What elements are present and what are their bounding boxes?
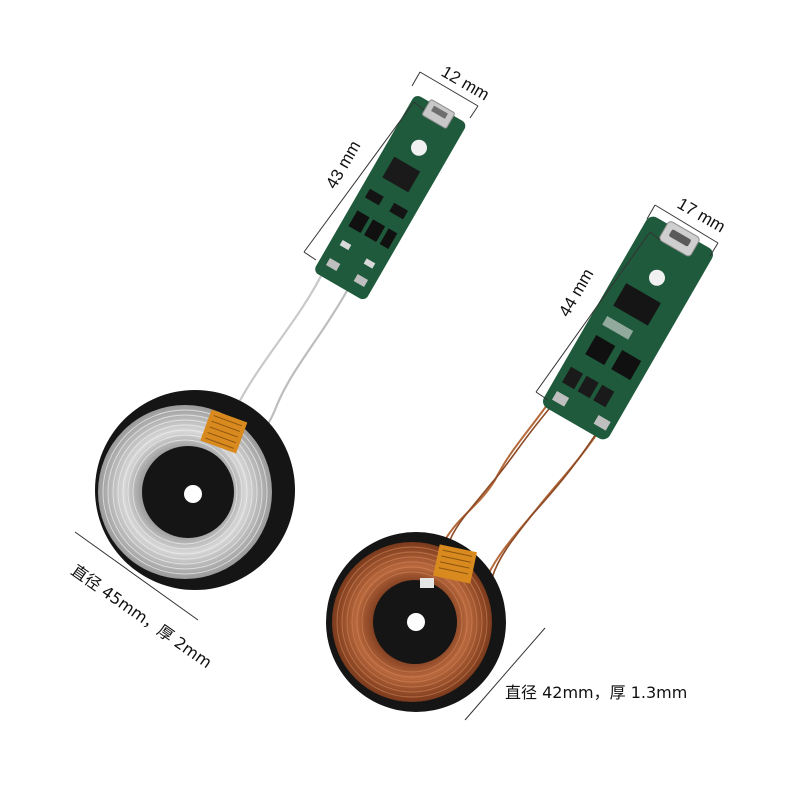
product-2-coil	[326, 532, 506, 712]
product-2-length-label: 44 mm	[555, 265, 597, 320]
product-2-caption: 直径 42mm，厚 1.3mm	[505, 683, 687, 702]
product-1-caption-line	[74, 531, 199, 621]
product-2-width-dimension	[646, 204, 719, 257]
product-2-caption-line	[464, 627, 546, 721]
product-2-wire	[491, 427, 601, 579]
product-1-pcb	[315, 95, 466, 300]
product-2-pcb	[543, 216, 713, 440]
product-2-length-dimension	[535, 231, 661, 401]
product-1-length-label: 43 mm	[322, 137, 364, 192]
product-1-width-dimension	[411, 71, 479, 119]
product-2-wire	[447, 401, 556, 546]
product-2-wire	[444, 397, 553, 541]
product-2-group: 17 mm 44 mm 直径 42mm，厚 1.3mm	[326, 194, 729, 721]
product-1-length-dimension	[303, 101, 425, 261]
product-1-coil	[95, 390, 295, 590]
